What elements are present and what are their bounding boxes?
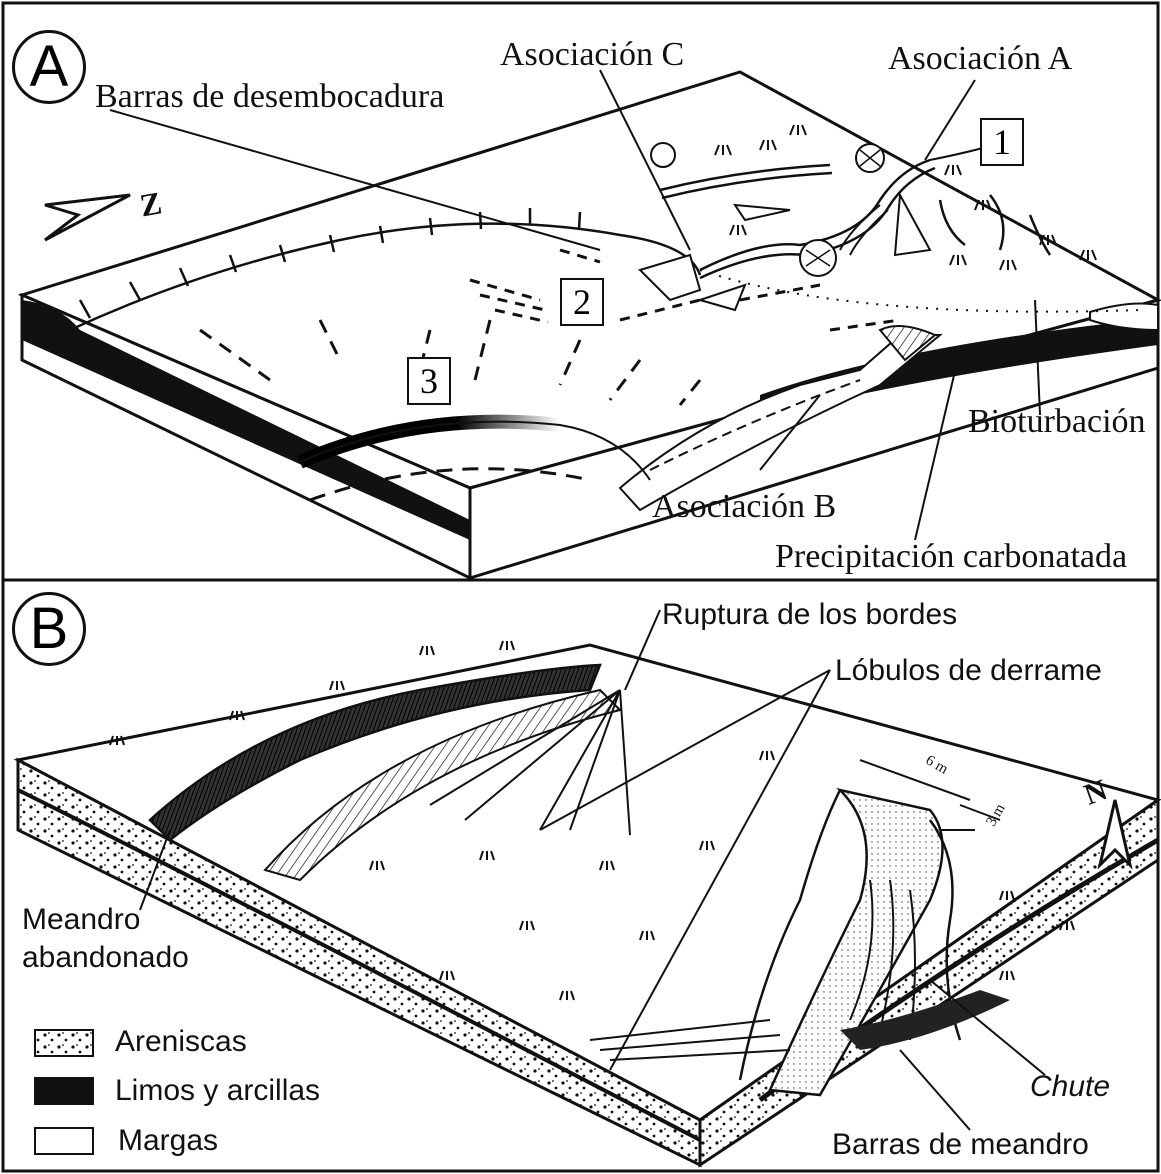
label-barras-meandro: Barras de meandro [832,1130,1089,1160]
label-lobulos-derrame: Lóbulos de derrame [835,656,1102,686]
legend-label-margas: Margas [118,1126,218,1156]
panel-b-letter: B [12,592,86,666]
panel-a-letter: A [12,30,86,104]
legend-label-limos: Limos y arcillas [115,1076,320,1106]
label-bioturbacion: Bioturbación [968,405,1146,439]
zone-number-2: 2 [560,278,604,326]
label-meandro: Meandro [22,905,140,935]
label-asociacion-c: Asociación C [500,38,684,72]
label-asociacion-b: Asociación B [652,490,836,524]
legend-label-areniscas: Areniscas [115,1027,247,1057]
label-chute: Chute [1030,1072,1110,1102]
label-abandonado: abandonado [22,943,189,973]
label-asociacion-a: Asociación A [888,42,1072,76]
zone-number-3: 3 [407,357,451,405]
zone-number-1: 1 [980,118,1024,166]
label-precipitacion-carbonatada: Precipitación carbonatada [775,540,1127,574]
label-ruptura-bordes: Ruptura de los bordes [662,600,957,630]
label-barras-desembocadura: Barras de desembocadura [95,80,444,114]
legend-swatch-margas [35,1128,93,1154]
legend-swatch-limos [35,1078,93,1104]
legend-swatch-areniscas [35,1030,93,1056]
